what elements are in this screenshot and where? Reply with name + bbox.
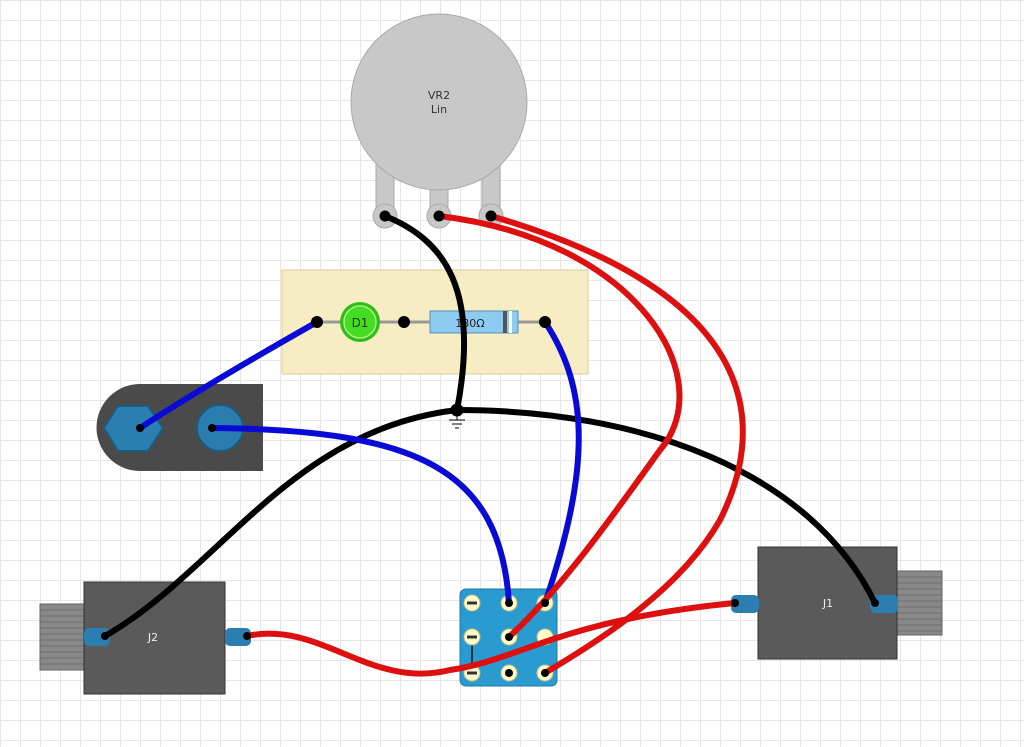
wire-dc-to-switch[interactable]	[209, 425, 512, 606]
joint	[541, 599, 549, 607]
jack-j1-label: J1	[822, 597, 833, 610]
joint	[136, 424, 144, 432]
jack-j2-tip-lug[interactable]	[225, 628, 251, 646]
joint	[541, 669, 549, 677]
jack-j1[interactable]: J1	[731, 546, 943, 660]
ground-node	[450, 403, 464, 417]
dc-power-socket[interactable]	[96, 384, 263, 471]
joint	[505, 599, 513, 607]
joint	[433, 210, 445, 222]
led-d1[interactable]: D1	[340, 302, 380, 342]
jack-j1-thread-lines	[896, 576, 942, 632]
wire-pot-to-ground[interactable]	[382, 213, 468, 413]
jack-j1-tip-lug[interactable]	[731, 595, 759, 613]
joint	[398, 316, 410, 328]
resistor-band	[503, 311, 507, 333]
resistor-body	[429, 310, 519, 334]
joint	[379, 210, 391, 222]
led-lens	[343, 305, 377, 339]
pot-taper-label: Lin	[431, 103, 447, 116]
wire-resistor-to-switch[interactable]	[542, 319, 582, 606]
jack-j1-thread	[895, 570, 943, 636]
joint	[505, 669, 513, 677]
wire-pot-to-switch[interactable]	[488, 213, 746, 676]
joint	[731, 599, 739, 607]
joint	[101, 632, 109, 640]
wire-led-to-dc[interactable]	[137, 319, 320, 431]
resistor-180[interactable]: 180Ω	[429, 310, 519, 334]
wire-ground-to-j2[interactable]	[102, 407, 460, 639]
jack-j1-sleeve-lug[interactable]	[870, 595, 898, 613]
resistor-label: 180Ω	[455, 317, 484, 330]
joint	[871, 599, 879, 607]
joint	[505, 633, 513, 641]
ground-icon	[449, 416, 465, 429]
led-label: D1	[352, 316, 369, 330]
jack-j2-label: J2	[147, 631, 158, 644]
potentiometer[interactable]: VR2 Lin	[350, 13, 528, 229]
resistor-band-2	[509, 311, 512, 333]
wire-pot-wiper-to-switch[interactable]	[436, 213, 683, 640]
jack-j2[interactable]: J2	[39, 581, 251, 695]
wire-j2-j1-through-switch[interactable]	[244, 600, 738, 677]
solder-joints	[101, 210, 879, 677]
wire-ground-to-j1[interactable]	[454, 407, 878, 606]
pot-label: VR2	[428, 89, 450, 102]
jack-j2-thread	[39, 603, 87, 671]
joint	[311, 316, 323, 328]
joint	[243, 632, 251, 640]
dc-socket-nut-icon	[102, 405, 165, 452]
pot-body	[350, 13, 528, 191]
joint	[208, 424, 216, 432]
joint	[485, 210, 497, 222]
jack-j2-thread-lines	[40, 609, 86, 665]
joint	[539, 316, 551, 328]
wires	[102, 213, 878, 677]
